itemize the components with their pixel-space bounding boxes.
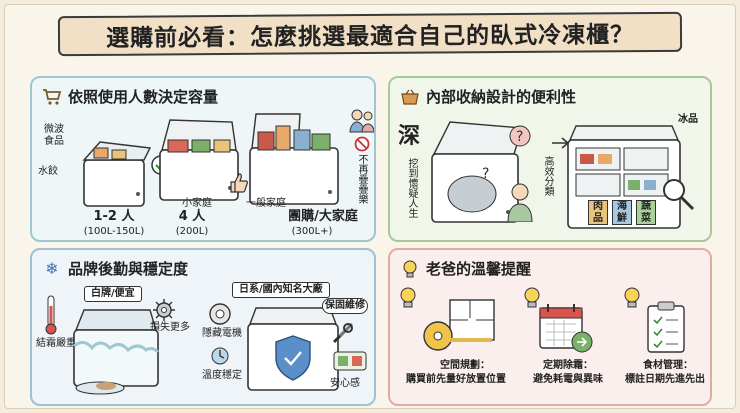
- broken-gear-icon: [153, 299, 175, 321]
- stable-temp-icon: [211, 347, 229, 365]
- small-freezer-illustration: [82, 141, 152, 207]
- thermometer-icon: [45, 295, 57, 335]
- bin-seafood-label: 海鮮: [612, 200, 632, 225]
- efficient-label: 高效分類: [542, 156, 553, 196]
- tips-header: 老爸的溫馨提醒: [400, 258, 531, 279]
- tip-bulb-icon: [524, 287, 540, 308]
- warranty-label: 保固維修: [322, 298, 368, 314]
- family-icon: [349, 109, 374, 133]
- size-medium-capacity: (200L): [175, 226, 209, 237]
- size-medium-people: 4 人: [178, 209, 206, 224]
- dumplings-label: 水餃: [38, 166, 58, 177]
- size-small-capacity: (100L-150L): [83, 226, 145, 237]
- storage-panel: 內部收納設計的便利性 深 挖到懷疑人生 ? ? 高效分類 肉品 海鮮 蔬菜 冰品: [388, 76, 712, 242]
- motor-icon: [209, 303, 231, 325]
- brand-panel: ❄ 品牌後勤與穩定度 白牌/便宜 結霜嚴重 損失更多 日系/國內知名大廠 隱藏電…: [30, 248, 376, 406]
- food-box-icon: [333, 351, 367, 371]
- food-small-label: 微波 食品: [44, 124, 64, 147]
- calendar-icon: [539, 304, 593, 353]
- tip-food-desc: 標註日期先進先出: [625, 374, 705, 385]
- brand-freezer-illustration: [247, 307, 339, 391]
- loss-label: 損失更多: [150, 322, 190, 333]
- food-small-text: 微波 食品: [44, 124, 64, 147]
- capacity-panel: 依照使用人數決定容量 微波 食品 水餃 1-2 人 (100L-150L) 小家…: [30, 76, 376, 242]
- cheap-tag: 白牌/便宜: [84, 286, 142, 302]
- capacity-header: 依照使用人數決定容量: [42, 86, 218, 107]
- forbidden-icon: [354, 136, 370, 152]
- thumbs-up-icon: [230, 173, 249, 193]
- tip-space-title: 空間規劃：: [440, 360, 490, 371]
- temp-stable-label: 溫度穩定: [202, 370, 242, 381]
- size-large-people: 團購/大家庭: [288, 209, 358, 224]
- hidden-motor-label: 隱藏電機: [202, 328, 242, 339]
- ice-items-label: 冰品: [678, 114, 698, 125]
- frost-label: 結霜嚴重: [36, 338, 76, 349]
- deep-label: 深: [398, 124, 421, 149]
- no-stack-label: 不再疊疊樂: [356, 154, 367, 204]
- small-family-label: 小家庭: [182, 198, 212, 209]
- large-freezer-illustration: [249, 113, 339, 205]
- size-small-people: 1-2 人: [93, 209, 135, 224]
- confused-person-icon: [507, 183, 533, 222]
- tip-space-desc: 購買前先量好放置位置: [406, 374, 506, 385]
- tip-defrost-desc: 避免耗電與異味: [533, 374, 603, 385]
- basket-icon: [400, 87, 420, 107]
- general-family-label: 一般家庭: [246, 198, 286, 209]
- svg-text:?: ?: [516, 129, 523, 145]
- capacity-heading: 依照使用人數決定容量: [68, 88, 219, 106]
- page-title: 選購前必看：怎麼挑選最適合自己的臥式冷凍櫃？: [105, 22, 635, 52]
- brand-tag: 日系/國內知名大廠: [232, 282, 330, 298]
- brand-header: ❄ 品牌後勤與穩定度: [42, 258, 188, 279]
- bin-meat-label: 肉品: [588, 200, 608, 225]
- storage-header: 內部收納設計的便利性: [400, 86, 576, 107]
- question-icon: ?: [509, 125, 531, 147]
- frosted-freezer-illustration: [73, 309, 160, 395]
- deep-freezer-illustration: ?: [431, 121, 523, 223]
- tips-heading: 老爸的溫馨提醒: [426, 260, 532, 278]
- tip-defrost-title: 定期除霜：: [543, 360, 593, 371]
- cart-icon: [42, 87, 62, 107]
- tools-icon: [332, 322, 354, 344]
- bin-veg-label: 蔬菜: [636, 200, 656, 225]
- deep-note-label: 挖到懷疑人生: [406, 158, 417, 218]
- peace-label: 安心感: [330, 378, 360, 389]
- svg-text:?: ?: [482, 166, 489, 182]
- tip-bulb-icon: [400, 287, 416, 308]
- checklist-icon: [647, 301, 685, 353]
- tip-food-title: 食材管理：: [643, 360, 693, 371]
- magnifier-icon: [663, 179, 695, 211]
- storage-heading: 內部收納設計的便利性: [426, 88, 577, 106]
- tips-panel: 老爸的溫馨提醒 空間規劃： 購買前先量好放置位置 定期除霜： 避免耗電與異味: [388, 248, 712, 406]
- snowflake-icon: ❄: [45, 259, 59, 278]
- size-large-capacity: (300L+): [291, 226, 333, 237]
- bulb-icon: [400, 259, 420, 279]
- medium-freezer-illustration: [159, 119, 239, 201]
- tip-bulb-icon: [624, 287, 640, 308]
- brand-heading: 品牌後勤與穩定度: [68, 260, 189, 278]
- title-banner: 選購前必看：怎麼挑選最適合自己的臥式冷凍櫃？: [57, 11, 683, 57]
- floorplan-tape-icon: [423, 299, 495, 351]
